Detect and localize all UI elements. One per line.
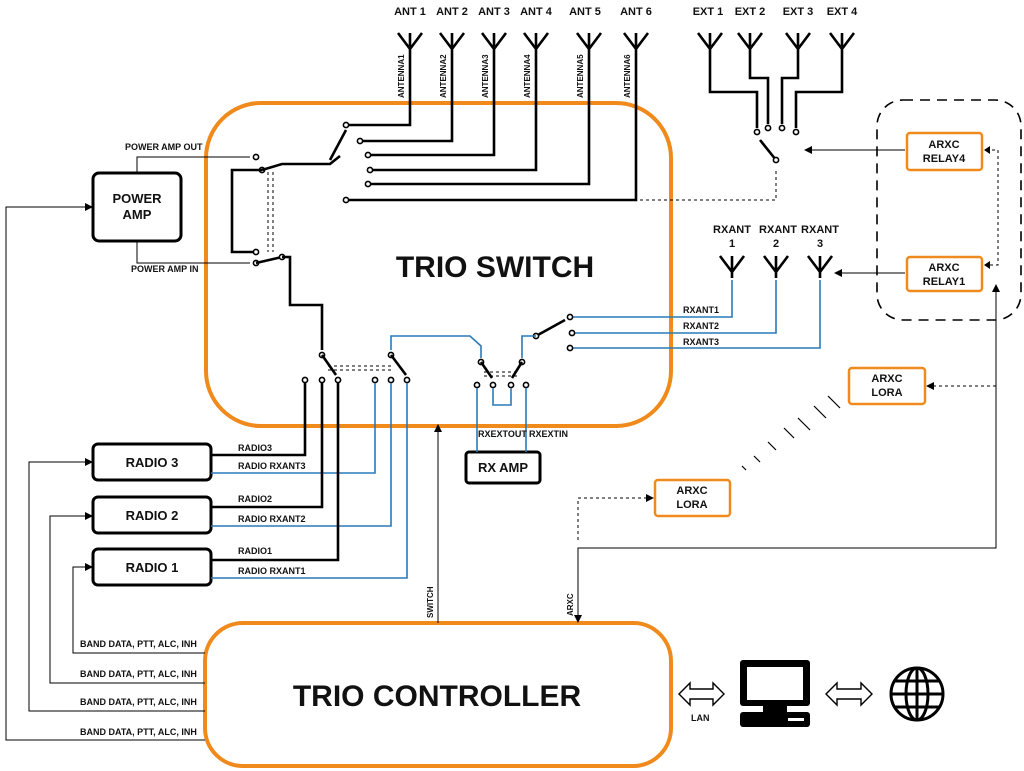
antenna-icon bbox=[696, 32, 724, 55]
antenna-cables bbox=[328, 55, 777, 204]
antenna-icon bbox=[718, 255, 746, 278]
band-data-label: BAND DATA, PTT, ALC, INH bbox=[80, 697, 197, 707]
power-amp-out-label: POWER AMP OUT bbox=[125, 142, 203, 152]
rx-antenna-group: RXANT RXANT RXANT 1 2 3 RXANT1 RXANT2 RX… bbox=[521, 224, 839, 358]
radio-1-rx-label: RADIO RXANT1 bbox=[238, 566, 306, 576]
power-amp-line1: POWER bbox=[112, 191, 162, 206]
rx-antenna-number: 1 bbox=[729, 238, 735, 250]
arxc-relay4-box bbox=[905, 131, 984, 172]
radio-2-name: RADIO 2 bbox=[126, 508, 179, 523]
power-amp-line2: AMP bbox=[123, 207, 152, 222]
rx-antenna-number: 3 bbox=[817, 238, 823, 250]
lan-label: LAN bbox=[691, 713, 710, 723]
ext-antenna-label: EXT 1 bbox=[693, 6, 724, 18]
antenna-icon bbox=[762, 255, 790, 278]
band-data-label: BAND DATA, PTT, ALC, INH bbox=[80, 727, 197, 737]
antenna-label: ANT 3 bbox=[478, 6, 510, 18]
rx-antenna-label: RXANT bbox=[713, 224, 751, 236]
arxc-lora-left-box bbox=[653, 478, 732, 518]
rx-amp-out-label: RXEXTOUT bbox=[478, 429, 527, 439]
rx-feed-label: RXANT1 bbox=[683, 305, 719, 315]
arxc-lora-right-line2: LORA bbox=[871, 387, 902, 399]
ext-antenna-group: EXT 1 EXT 2 EXT 3 EXT 4 bbox=[693, 6, 905, 164]
antenna-icon bbox=[622, 32, 650, 55]
arxc-lora-left-line1: ARXC bbox=[676, 485, 707, 497]
arxc-relay1-line2: RELAY1 bbox=[923, 276, 965, 288]
ext-antenna-label: EXT 4 bbox=[827, 6, 858, 18]
rx-feed-label: RXANT3 bbox=[683, 337, 719, 347]
antenna-icon bbox=[806, 255, 834, 278]
antenna-icon bbox=[736, 32, 764, 55]
antenna-icon bbox=[575, 32, 603, 55]
radio-2-feed-label: RADIO2 bbox=[238, 494, 272, 504]
antenna-icon bbox=[396, 32, 424, 55]
antenna-icon bbox=[522, 32, 550, 55]
antenna-feed-label: ANTENNA4 bbox=[523, 54, 532, 98]
antenna-icon bbox=[784, 32, 812, 55]
radio-relays bbox=[301, 335, 530, 406]
arxc-relay1-box bbox=[905, 255, 984, 293]
radio-2: RADIO 2 RADIO2 RADIO RXANT2 bbox=[91, 383, 392, 535]
ext-antenna-label: EXT 2 bbox=[735, 6, 766, 18]
antenna-icon bbox=[828, 32, 856, 55]
antenna-feed-label: ANTENNA2 bbox=[439, 54, 448, 98]
globe-icon bbox=[889, 666, 945, 722]
ext-antenna-label: EXT 3 bbox=[783, 6, 814, 18]
arxc-lora-left-line2: LORA bbox=[676, 499, 707, 511]
internet-double-arrow-icon bbox=[825, 681, 873, 707]
radio-2-rx-label: RADIO RXANT2 bbox=[238, 514, 306, 524]
antenna-group: ANT 1 ANT 2 ANT 3 ANT 4 ANT 5 ANT 6 ANTE… bbox=[394, 6, 652, 98]
antenna-label: ANT 6 bbox=[620, 6, 652, 18]
computer-icon bbox=[740, 660, 810, 727]
radio-3-rx-label: RADIO RXANT3 bbox=[238, 461, 306, 471]
band-data-label: BAND DATA, PTT, ALC, INH bbox=[80, 639, 197, 649]
radio-1: RADIO 1 RADIO1 RADIO RXANT1 bbox=[91, 383, 408, 587]
rx-antenna-label: RXANT bbox=[759, 224, 797, 236]
antenna-feed-label: ANTENNA1 bbox=[397, 54, 406, 98]
antenna-icon bbox=[438, 32, 466, 55]
radio-1-name: RADIO 1 bbox=[126, 560, 179, 575]
arxc-line-label: ARXC bbox=[566, 593, 575, 616]
antenna-feed-label: ANTENNA5 bbox=[576, 54, 585, 98]
arxc-relay4-line1: ARXC bbox=[928, 139, 959, 151]
trio-controller-title: TRIO CONTROLLER bbox=[293, 680, 582, 713]
antenna-feed-label: ANTENNA6 bbox=[623, 54, 632, 98]
rx-antenna-label: RXANT bbox=[801, 224, 839, 236]
arxc-relay1-line1: ARXC bbox=[928, 262, 959, 274]
radio-3-feed-label: RADIO3 bbox=[238, 443, 272, 453]
power-amp-in-label: POWER AMP IN bbox=[131, 264, 199, 274]
amp-relay bbox=[230, 153, 341, 350]
band-data-label: BAND DATA, PTT, ALC, INH bbox=[80, 669, 197, 679]
radio-2-box bbox=[91, 495, 213, 535]
antenna-icon bbox=[480, 32, 508, 55]
switch-line-label: SWITCH bbox=[426, 586, 435, 618]
rx-feed-label: RXANT2 bbox=[683, 321, 719, 331]
rx-amp-in-label: RXEXTIN bbox=[529, 429, 568, 439]
rx-amp-box bbox=[464, 450, 542, 485]
arxc-relay4-line2: RELAY4 bbox=[923, 153, 966, 165]
trio-switch-title: TRIO SWITCH bbox=[396, 251, 594, 284]
antenna-label: ANT 5 bbox=[569, 6, 601, 18]
radio-1-feed-label: RADIO1 bbox=[238, 546, 272, 556]
radio-3: RADIO 3 RADIO3 RADIO RXANT3 bbox=[91, 383, 376, 482]
rx-antenna-number: 2 bbox=[773, 238, 779, 250]
arxc-lora-right-line1: ARXC bbox=[871, 373, 902, 385]
radio-waves-icon bbox=[741, 395, 841, 471]
radio-3-name: RADIO 3 bbox=[126, 455, 179, 470]
band-data-lines: BAND DATA, PTT, ALC, INH BAND DATA, PTT,… bbox=[5, 203, 205, 741]
antenna-label: ANT 4 bbox=[520, 6, 553, 18]
rx-amp-title: RX AMP bbox=[478, 460, 528, 475]
arxc-lora-right-box bbox=[847, 366, 927, 406]
antenna-label: ANT 1 bbox=[394, 6, 426, 18]
antenna-feed-label: ANTENNA3 bbox=[481, 54, 490, 98]
antenna-label: ANT 2 bbox=[436, 6, 468, 18]
lan-double-arrow-icon bbox=[678, 681, 725, 707]
